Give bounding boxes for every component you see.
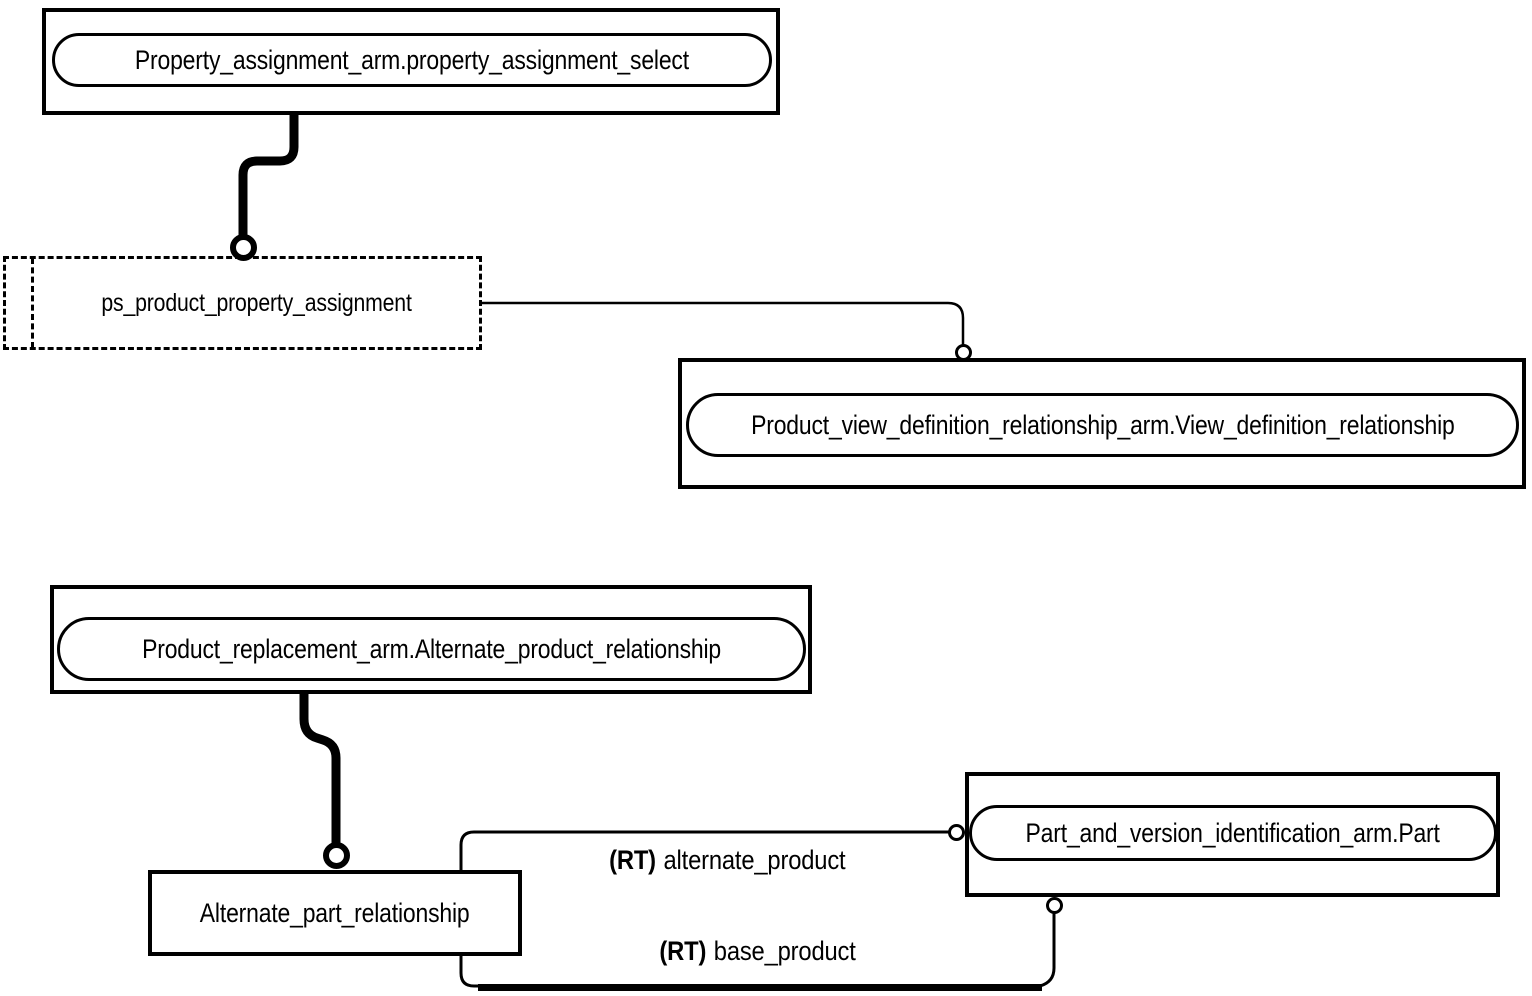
view-definition-relationship-label: Product_view_definition_relationship_arm… bbox=[750, 409, 1455, 440]
property-assignment-select-label: Property_assignment_arm.property_assignm… bbox=[134, 44, 690, 75]
open-circle-icon bbox=[955, 344, 972, 361]
entity-box-alternate-part-relationship: Alternate_part_relationship bbox=[148, 870, 522, 956]
edge-label-alternate-product: (RT)alternate_product bbox=[560, 845, 894, 876]
type-pill-property-assignment-select: Property_assignment_arm.property_assignm… bbox=[52, 33, 772, 87]
type-pill-view-definition-relationship: Product_view_definition_relationship_arm… bbox=[686, 393, 1519, 457]
base-product-attribute-riser bbox=[1039, 912, 1056, 988]
schema-to-view-definition-connector bbox=[482, 301, 965, 348]
base-product-rt-prefix: (RT) bbox=[659, 936, 707, 966]
alternate-product-relationship-label: Product_replacement_arm.Alternate_produc… bbox=[142, 633, 721, 664]
base-product-name: base_product bbox=[714, 936, 857, 966]
schema-box-inner-divider bbox=[31, 258, 34, 348]
alternate-product-rt-prefix: (RT) bbox=[608, 845, 656, 875]
type-pill-alternate-product-relationship: Product_replacement_arm.Alternate_produc… bbox=[57, 617, 806, 681]
select-type-connector-bottom bbox=[299, 690, 341, 846]
schema-box-ps-product-property-assignment: ps_product_property_assignment bbox=[3, 256, 482, 350]
open-circle-icon bbox=[1046, 897, 1063, 914]
alternate-part-relationship-label: Alternate_part_relationship bbox=[200, 897, 470, 928]
open-circle-icon bbox=[230, 234, 257, 261]
select-type-connector-top bbox=[238, 110, 299, 238]
type-pill-part: Part_and_version_identification_arm.Part bbox=[969, 805, 1497, 861]
open-circle-icon bbox=[323, 842, 350, 869]
open-circle-icon bbox=[948, 824, 965, 841]
edge-label-base-product: (RT)base_product bbox=[590, 936, 926, 967]
part-label: Part_and_version_identification_arm.Part bbox=[1025, 817, 1441, 848]
alternate-product-name: alternate_product bbox=[663, 845, 846, 875]
ps-product-property-assignment-label: ps_product_property_assignment bbox=[101, 288, 412, 317]
schema-label-area: ps_product_property_assignment bbox=[34, 259, 479, 347]
